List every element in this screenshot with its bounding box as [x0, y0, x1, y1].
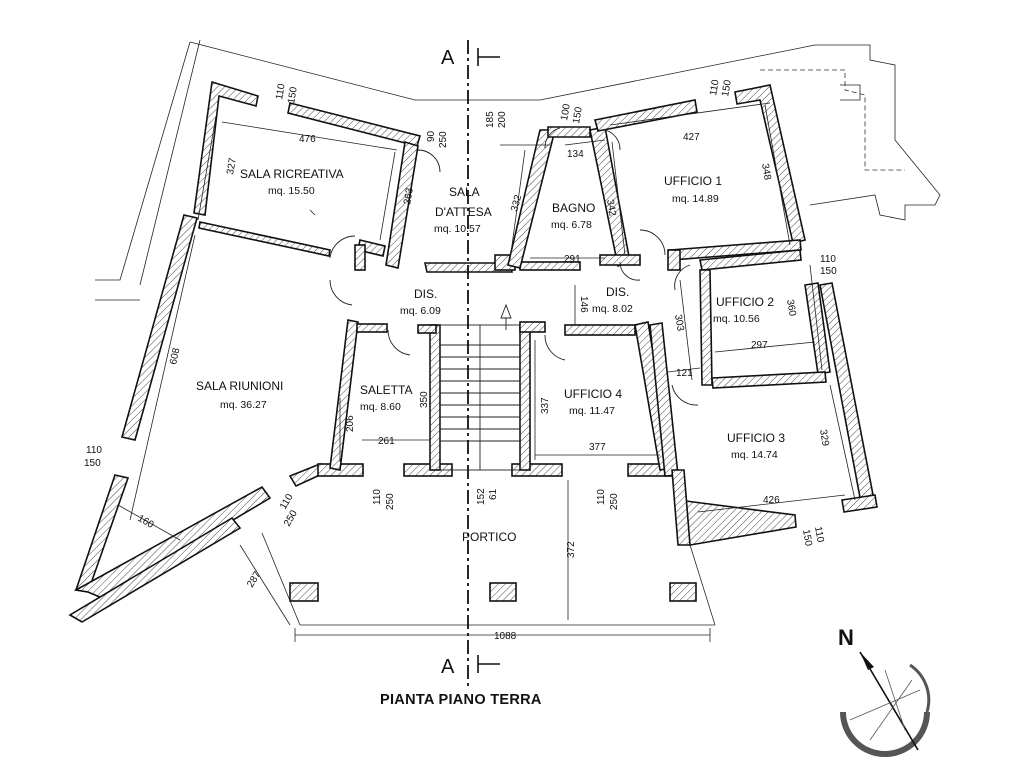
room-name-sala-riunioni: SALA RIUNIONI — [196, 379, 283, 393]
dim-350: 350 — [419, 391, 430, 408]
dim-377: 377 — [589, 442, 606, 453]
dim-150-b: 150 — [571, 106, 585, 125]
dim-250-c: 250 — [385, 493, 396, 510]
room-name-saletta: SALETTA — [360, 383, 412, 397]
dim-61: 61 — [488, 488, 499, 500]
room-area-dis-left: mq. 6.09 — [400, 305, 441, 317]
dim-1088: 1088 — [494, 631, 517, 642]
dim-342: 342 — [604, 199, 618, 218]
staircase — [439, 303, 521, 471]
room-area-dis-right: mq. 8.02 — [592, 303, 633, 315]
room-area-saletta: mq. 8.60 — [360, 401, 401, 413]
dim-110-a: 110 — [274, 82, 288, 100]
room-area-sala-attesa: mq. 10.57 — [434, 223, 481, 235]
dim-110-d: 110 — [812, 526, 826, 544]
room-area-ufficio-4: mq. 11.47 — [569, 405, 615, 417]
north-compass: N — [838, 625, 931, 757]
dim-327: 327 — [225, 157, 239, 176]
dim-608: 608 — [168, 347, 182, 366]
section-axis: A A — [441, 40, 500, 690]
dim-150-e: 150 — [800, 529, 814, 548]
room-name-sala-attesa-2: D'ATTESA — [435, 205, 492, 219]
dim-90: 90 — [426, 130, 437, 142]
dim-250-d: 250 — [609, 493, 620, 510]
dim-110-e: 110 — [86, 445, 102, 456]
dim-150-c: 150 — [720, 79, 734, 98]
room-name-sala-ricreativa: SALA RICREATIVA — [240, 167, 344, 181]
section-marker-bottom: A — [441, 656, 455, 678]
room-name-portico: PORTICO — [462, 530, 516, 544]
site-boundary — [95, 39, 941, 301]
dim-261: 261 — [378, 436, 395, 447]
room-area-bagno: mq. 6.78 — [551, 219, 592, 231]
dim-110-f: 110 — [278, 492, 296, 512]
room-area-ufficio-2: mq. 10.56 — [713, 313, 760, 325]
dim-360: 360 — [784, 299, 798, 318]
room-name-ufficio-4: UFFICIO 4 — [564, 387, 622, 401]
dim-250-b: 250 — [282, 508, 300, 528]
room-area-ufficio-3: mq. 14.74 — [731, 449, 778, 461]
dim-476: 476 — [299, 134, 316, 145]
dim-250-a: 250 — [438, 131, 449, 148]
dim-152: 152 — [476, 488, 487, 505]
plan-title: PIANTA PIANO TERRA — [380, 692, 542, 708]
dim-150-d: 150 — [820, 266, 837, 277]
dim-329: 329 — [817, 429, 831, 448]
dim-372: 372 — [566, 541, 577, 558]
dim-426: 426 — [763, 495, 780, 506]
room-labels: SALA RICREATIVA mq. 15.50 SALA D'ATTESA … — [196, 167, 785, 544]
room-area-sala-riunioni: mq. 36.27 — [220, 399, 267, 411]
dim-100: 100 — [559, 103, 573, 122]
room-name-ufficio-1: UFFICIO 1 — [664, 174, 722, 188]
room-area-ufficio-1: mq. 14.89 — [672, 193, 719, 205]
dim-110-h: 110 — [596, 489, 607, 505]
dim-337: 337 — [540, 397, 551, 414]
dim-200: 200 — [497, 111, 508, 128]
dim-150-a: 150 — [286, 86, 300, 105]
room-name-dis-right: DIS. — [606, 285, 629, 299]
dim-348: 348 — [759, 163, 773, 182]
dim-110-g: 110 — [372, 489, 383, 505]
dim-332: 332 — [509, 193, 524, 212]
room-name-ufficio-3: UFFICIO 3 — [727, 431, 785, 445]
dimension-lines — [117, 102, 856, 642]
room-name-ufficio-2: UFFICIO 2 — [716, 295, 774, 309]
dim-263: 263 — [402, 187, 416, 206]
doors — [329, 127, 699, 406]
dim-110-c: 110 — [820, 254, 836, 265]
dim-206: 206 — [345, 415, 356, 432]
dim-160: 160 — [136, 513, 156, 531]
dim-287: 287 — [245, 569, 263, 589]
room-name-dis-left: DIS. — [414, 287, 437, 301]
dim-303: 303 — [672, 314, 686, 333]
section-marker-top: A — [441, 47, 455, 69]
room-area-sala-ricreativa: mq. 15.50 — [268, 185, 315, 197]
dim-427: 427 — [683, 132, 700, 143]
dim-134: 134 — [567, 149, 584, 160]
room-name-bagno: BAGNO — [552, 201, 595, 215]
dimension-values: 476 327 263 110 150 90 250 185 200 332 1… — [84, 78, 837, 642]
dim-110-b: 110 — [708, 78, 722, 96]
dim-297: 297 — [751, 340, 768, 351]
dim-121: 121 — [676, 368, 693, 379]
dim-150-f: 150 — [84, 458, 101, 469]
dim-146: 146 — [578, 296, 589, 313]
dim-185: 185 — [485, 111, 496, 128]
walls — [68, 80, 878, 626]
north-label: N — [838, 625, 854, 650]
room-name-sala-attesa-1: SALA — [449, 185, 480, 199]
dim-291: 291 — [564, 254, 581, 265]
